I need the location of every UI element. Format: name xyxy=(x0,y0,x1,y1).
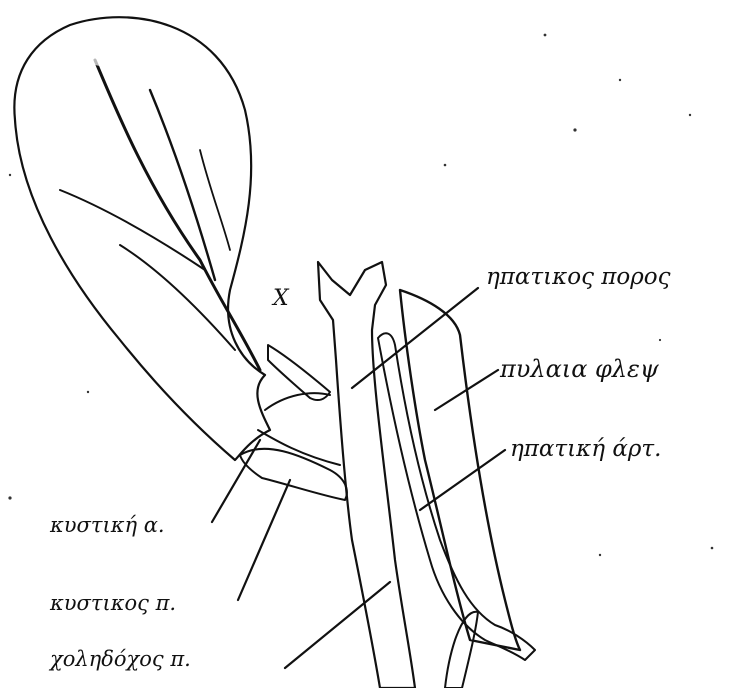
leader-portal-vein xyxy=(435,370,498,410)
leader-hepatic-artery xyxy=(420,450,505,510)
leader-hepatic-duct xyxy=(352,288,478,388)
cystic-artery-label: κυστική α. xyxy=(49,513,165,537)
cystic-duct-label: κυστικος π. xyxy=(49,591,176,615)
cystic-duct xyxy=(240,449,347,500)
hepatic-duct-label: ηπατικος πορος xyxy=(486,264,671,290)
background-specks xyxy=(8,34,713,557)
portal-vein xyxy=(400,290,520,650)
hepatic-artery xyxy=(378,333,535,688)
marker-x-label: X xyxy=(271,286,290,311)
hepatic-artery-label: ηπατική άρτ. xyxy=(510,436,661,462)
leader-cystic-artery xyxy=(212,440,260,522)
cystic-artery xyxy=(258,345,340,465)
gallbladder xyxy=(14,17,270,460)
bile-duct xyxy=(318,262,415,688)
portal-vein-label: πυλαια φλεψ xyxy=(499,355,660,383)
common-bile-duct-label: χοληδόχος π. xyxy=(48,647,191,671)
leader-cystic-duct xyxy=(238,480,290,600)
